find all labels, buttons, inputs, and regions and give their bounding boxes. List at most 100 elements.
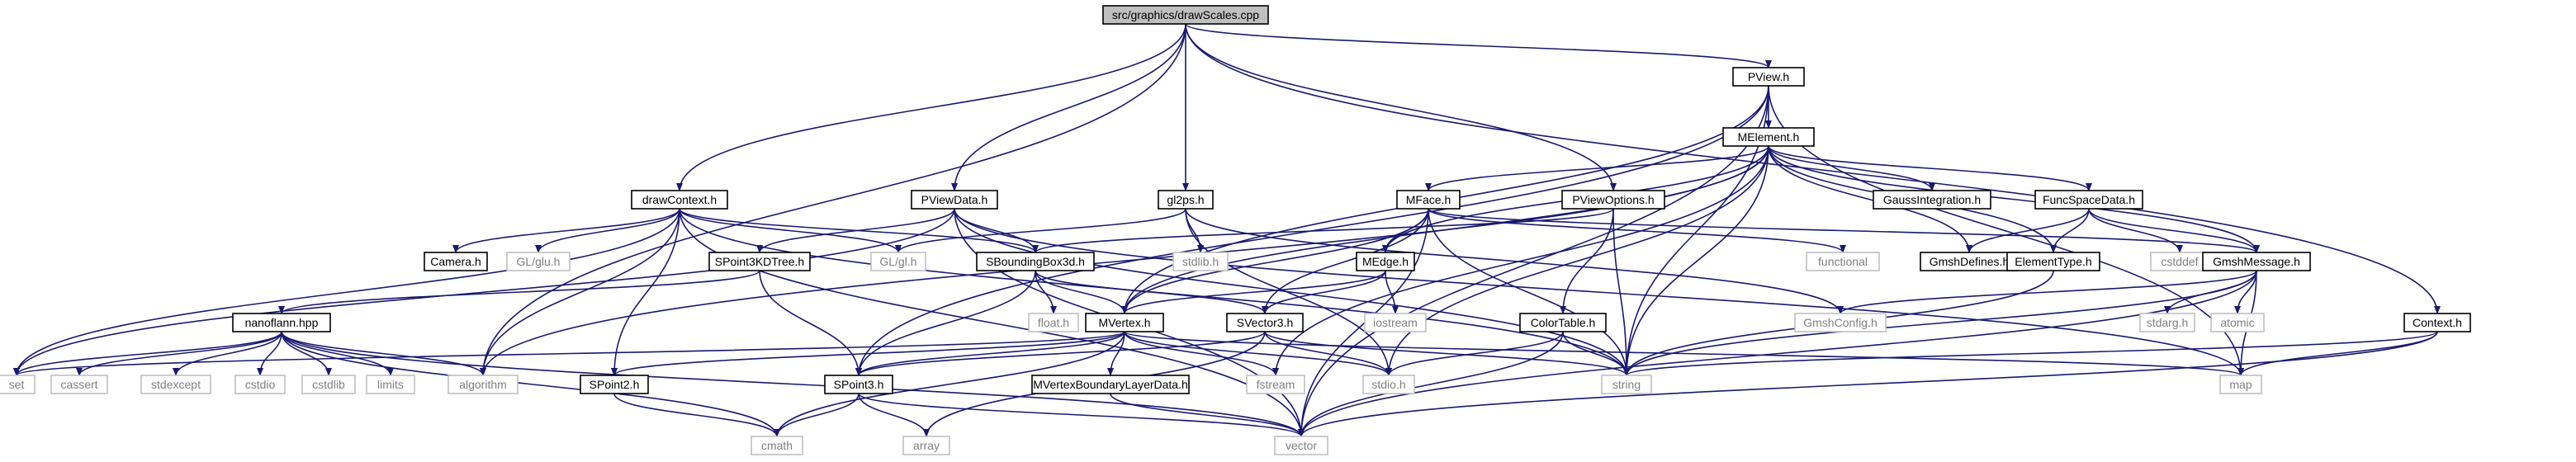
edge-nanoflann-to-cmath — [281, 331, 780, 437]
node-gmshmessage[interactable]: GmshMessage.h — [2202, 252, 2311, 271]
node-box — [1031, 375, 1190, 394]
node-label: stdio.h — [1371, 378, 1405, 391]
node-label: cstdio — [245, 378, 276, 391]
edge-gmshmessage-to-string — [1623, 270, 2257, 376]
node-box — [424, 252, 488, 271]
edge-pviewdata-to-spoint3kdtree — [756, 208, 955, 253]
node-funcspacedata[interactable]: FuncSpaceData.h — [2034, 190, 2143, 210]
node-box — [1246, 375, 1305, 394]
edge-nanoflann-to-cstdlib — [281, 331, 332, 376]
node-box — [1226, 313, 1304, 332]
node-glgl: GL/gl.h — [870, 252, 926, 271]
node-spoint2[interactable]: SPoint2.h — [580, 375, 649, 394]
node-limits: limits — [366, 375, 415, 394]
edge-drawscales-to-pviewdata — [951, 23, 1186, 191]
node-glglu: GL/glu.h — [506, 252, 571, 271]
node-label: stdarg.h — [2147, 316, 2189, 329]
edge-gl2ps-to-stdlib — [1185, 208, 1204, 253]
node-label: float.h — [1038, 316, 1069, 329]
node-vector: vector — [1274, 436, 1328, 455]
edge-spoint2-to-cmath — [613, 393, 780, 437]
node-label: cmath — [761, 439, 793, 452]
edge-sboundingbox3d-to-svector3 — [1035, 270, 1268, 314]
edge-drawcontext-to-glgl — [679, 208, 902, 253]
node-label: ColorTable.h — [1531, 316, 1596, 329]
edge-nanoflann-to-stdexcept — [173, 331, 282, 376]
edge-pviewdata-to-set — [13, 208, 955, 376]
node-colortable[interactable]: ColorTable.h — [1519, 313, 1607, 332]
node-box — [1158, 190, 1214, 210]
node-functional: functional — [1806, 252, 1880, 271]
node-floath: float.h — [1028, 313, 1079, 332]
node-label: Context.h — [2413, 316, 2462, 329]
edge-spoint3kdtree-to-spoint3 — [759, 270, 862, 376]
edge-nanoflann-to-cassert — [76, 331, 282, 376]
edge-drawcontext-to-camera — [452, 208, 680, 253]
node-nanoflann[interactable]: nanoflann.hpp — [232, 313, 331, 332]
edge-nanoflann-to-limits — [281, 331, 394, 376]
node-mface[interactable]: MFace.h — [1396, 190, 1461, 210]
edge-melement-to-gaussintegration — [1768, 145, 1935, 191]
node-label: set — [9, 378, 25, 391]
node-gaussintegration[interactable]: GaussIntegration.h — [1873, 190, 1991, 210]
node-box — [0, 375, 36, 394]
node-box — [2219, 375, 2262, 394]
node-label: FuncSpaceData.h — [2043, 193, 2135, 206]
node-svector3[interactable]: SVector3.h — [1226, 313, 1304, 332]
node-label: limits — [377, 378, 404, 391]
node-box — [2210, 313, 2265, 332]
node-melement[interactable]: MElement.h — [1722, 127, 1815, 147]
node-context[interactable]: Context.h — [2403, 313, 2471, 332]
node-spoint3kdtree[interactable]: SPoint3KDTree.h — [708, 252, 811, 271]
node-label: stdlib.h — [1182, 255, 1219, 268]
node-drawcontext[interactable]: drawContext.h — [631, 190, 728, 210]
edge-drawcontext-to-set — [13, 208, 680, 376]
node-box — [2403, 313, 2471, 332]
node-box — [1102, 5, 1269, 25]
node-box — [1722, 127, 1815, 147]
node-label: algorithm — [459, 378, 507, 391]
node-pview[interactable]: PView.h — [1732, 67, 1805, 87]
node-box — [1362, 375, 1415, 394]
node-stdlib: stdlib.h — [1172, 252, 1229, 271]
node-medge[interactable]: MEdge.h — [1356, 252, 1415, 271]
node-gl2ps[interactable]: gl2ps.h — [1158, 190, 1214, 210]
node-pviewoptions[interactable]: PViewOptions.h — [1561, 190, 1665, 210]
node-box — [1732, 67, 1805, 87]
node-label: iostream — [1373, 316, 1418, 329]
edge-mvertex-to-set — [13, 331, 1125, 376]
edge-mface-to-gmshmessage — [1428, 208, 2260, 253]
node-box — [1601, 375, 1652, 394]
edge-spoint3-to-cmath — [774, 393, 859, 437]
node-elementtype[interactable]: ElementType.h — [2006, 252, 2100, 271]
node-sboundingbox3d[interactable]: SBoundingBox3d.h — [976, 252, 1095, 271]
node-label: MElement.h — [1738, 130, 1800, 144]
edge-gl2ps-to-gmshconfig — [1185, 208, 1844, 314]
node-camera[interactable]: Camera.h — [424, 252, 488, 271]
edge-mvertex-to-mvertexboundarylayerdata — [1107, 331, 1125, 376]
node-label: functional — [1818, 255, 1868, 268]
edge-drawcontext-to-spoint2 — [611, 208, 680, 376]
node-box — [1364, 313, 1427, 332]
node-stdargh: stdarg.h — [2139, 313, 2195, 332]
edge-mface-to-svector3 — [1262, 208, 1429, 314]
node-gmshdefines[interactable]: GmshDefines.h — [1920, 252, 2019, 271]
node-label: SPoint2.h — [590, 378, 640, 391]
edge-melement-to-fstream — [1272, 145, 1769, 376]
node-drawscales[interactable]: src/graphics/drawScales.cpp — [1102, 5, 1269, 25]
edge-pviewoptions-to-colortable — [1560, 208, 1614, 314]
node-box — [366, 375, 415, 394]
node-box — [1085, 313, 1164, 332]
node-box — [580, 375, 649, 394]
node-spoint3[interactable]: SPoint3.h — [824, 375, 893, 394]
edge-gmshmessage-to-gmshconfig — [1837, 270, 2257, 314]
node-mvertex[interactable]: MVertex.h — [1085, 313, 1164, 332]
edge-mvertex-to-spoint2 — [611, 331, 1125, 376]
node-pviewdata[interactable]: PViewData.h — [911, 190, 998, 210]
node-algorithm: algorithm — [447, 375, 519, 394]
edge-context-to-vector — [1298, 331, 2438, 437]
edge-pviewoptions-to-sboundingbox3d — [1032, 208, 1614, 253]
node-label: fstream — [1257, 378, 1295, 391]
node-label: PView.h — [1748, 70, 1789, 83]
node-mvertexboundarylayerdata[interactable]: MVertexBoundaryLayerData.h — [1031, 375, 1190, 394]
